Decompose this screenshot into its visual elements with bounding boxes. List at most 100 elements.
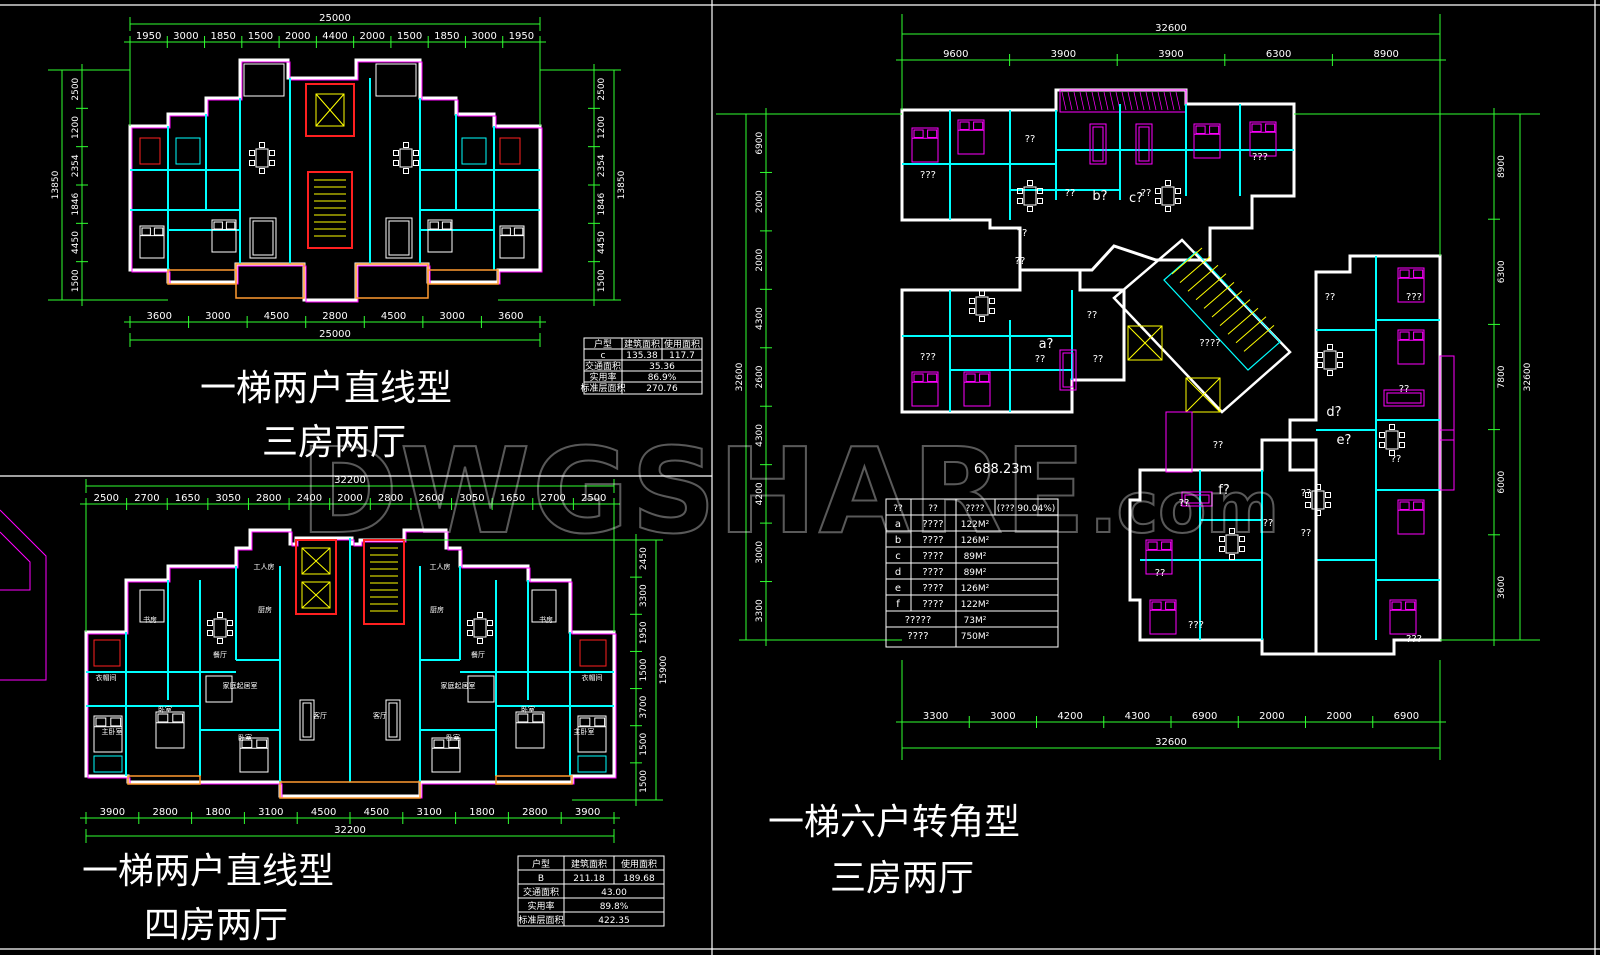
plan-c-room-mark: ??: [1065, 188, 1076, 199]
plan-b-room-pillow: [594, 717, 606, 727]
plan-c-dining-chair: [1325, 502, 1331, 508]
plan-a-bottom-dim-label: 2800: [322, 311, 347, 322]
plan-a-table-cell: 交通面积: [585, 360, 621, 372]
plan-a-dining-chair: [249, 160, 255, 166]
plan-c-table-cell: ????: [922, 519, 943, 530]
plan-c-bed-pillow: [1265, 123, 1276, 132]
plan-c-hatch: [1157, 91, 1163, 111]
plan-a-left-dim-label: 2354: [71, 154, 81, 177]
plan-c-stair-tread: [1171, 247, 1203, 275]
plan-c-right-dim-label: 7800: [1497, 365, 1507, 388]
plan-a-balcony: [167, 269, 237, 285]
plan-c-hatch: [1169, 91, 1175, 111]
plan-c-dining-chair: [1315, 484, 1321, 490]
plan-b-room-pillow: [110, 717, 122, 727]
plan-a-bath: [175, 137, 201, 165]
plan-a-right-dim-label: 1200: [597, 116, 607, 139]
plan-b-room-label: 厨房: [430, 605, 444, 614]
plan-c-room-mark: ??: [1213, 440, 1224, 451]
plan-c-dining-chair: [1379, 442, 1385, 448]
plan-b-right-dim-label: 3300: [639, 584, 649, 607]
plan-a-closet: [499, 137, 521, 165]
plan-c-table-cell: ????: [922, 551, 943, 562]
plan-a-right-dim-label: 1846: [597, 192, 607, 215]
plan-b-table-header-net: 使用面积: [621, 858, 657, 870]
plan-a-balcony: [235, 263, 305, 299]
plan-b-top-dim-label: 2700: [134, 493, 159, 504]
plan-c-living-sofa-seat: [1386, 392, 1422, 404]
plan-c-south-balcony: [1165, 411, 1193, 473]
plan-b-study: [139, 589, 165, 623]
plan-a-room-pillow: [225, 221, 236, 230]
plan-c-table-cell: 126M²: [961, 584, 990, 594]
plan-a-bottom-dim-label: 3000: [205, 311, 230, 322]
plan-c-title-line1: 一梯六户转角型: [768, 802, 1020, 843]
plan-a-room-pillow: [501, 227, 511, 236]
plan-c-bed-bed: [1397, 329, 1425, 365]
plan-b-room-pillow: [241, 739, 253, 748]
plan-b-dining-table: [473, 618, 487, 638]
plan-c-hatch: [1163, 91, 1169, 111]
plan-c-unit-label: c?: [1129, 191, 1143, 206]
plan-b-room-label: 书房: [539, 615, 553, 624]
plan-b-right-dim-label: 1500: [639, 733, 649, 756]
plan-c-left-dim-label: 3000: [755, 541, 765, 564]
plan-c-bed-pillow: [1209, 125, 1220, 134]
plan-c-bottom-dim-label: 2000: [1326, 711, 1351, 722]
plan-a-top-dim-label: 1850: [210, 31, 235, 42]
plan-c-table-cell: ????: [907, 631, 928, 642]
plan-c-dining-chair: [1229, 528, 1235, 534]
plan-b-room-bed: [155, 711, 185, 749]
plan-c-top-total-label: 32600: [1155, 23, 1187, 34]
plan-c-table-cell: 89M²: [964, 552, 987, 562]
plan-c-elevator: [1185, 377, 1221, 413]
plan-c-dining-chair: [1175, 198, 1181, 204]
plan-c-room-mark: ??: [1093, 354, 1104, 365]
plan-c-room-mark: ??: [1035, 354, 1046, 365]
plan-b-table-header-gross: 建筑面积: [571, 858, 607, 870]
plan-b-room-pillow: [532, 713, 544, 723]
plan-c-room-mark: ??: [1017, 228, 1028, 239]
plan-c-dining-chair: [1027, 180, 1033, 186]
plan-c-dining-chair: [1017, 198, 1023, 204]
plan-c-hatch: [1079, 91, 1085, 111]
plan-a-balcony: [427, 269, 499, 285]
plan-c-unit-label: f?: [1218, 483, 1229, 498]
plan-c-bed-pillow: [1151, 601, 1162, 610]
plan-c-dining-table: [1161, 186, 1175, 206]
plan-c-table-cell: d: [895, 567, 901, 578]
plan-a-top-dim-label: 1500: [248, 31, 273, 42]
plan-c-dining-chair: [1037, 198, 1043, 204]
plan-c-bed-pillow: [1391, 601, 1402, 610]
plan-a-elevator: [315, 93, 345, 127]
plan-a-closet: [139, 137, 161, 165]
plan-b-balcony: [127, 775, 201, 785]
plan-c-bottom-dim-label: 6900: [1192, 711, 1217, 722]
plan-c-living-sofa-seat: [1062, 352, 1074, 388]
plan-b-top-dim-label: 2500: [94, 493, 119, 504]
plan-b-dining-chair: [467, 620, 473, 626]
plan-b-room-label: 衣帽间: [582, 673, 603, 682]
plan-c-top-dim-label: 3900: [1051, 49, 1076, 60]
plan-b-room-label: 家庭起居室: [223, 681, 258, 690]
plan-b-dining-table: [213, 618, 227, 638]
plan-c-table-header: ????: [965, 504, 984, 514]
plan-c-room-mark: ???: [1406, 634, 1422, 645]
plan-c-bed-pillow: [1195, 125, 1206, 134]
plan-c-hatch: [1121, 91, 1127, 111]
plan-c-table-cell: ????: [922, 599, 943, 610]
plan-c-living-sofa: [1059, 349, 1077, 391]
plan-c-table-cell: b: [895, 535, 901, 546]
plan-a-room-bed: [139, 225, 165, 259]
plan-c-bed-pillow: [1413, 331, 1424, 340]
plan-a-living-sofa-seat: [252, 220, 274, 256]
plan-a-top-dim-label: 4400: [322, 31, 347, 42]
plan-a-outer-wall-inner: [131, 61, 543, 303]
plan-b-study: [531, 589, 557, 623]
plan-b-room-label: 卧室: [446, 733, 460, 742]
plan-b-room-label: 主卧室: [102, 727, 123, 736]
plan-c-room-mark: ??: [1015, 256, 1026, 267]
plan-b-room-pillow: [157, 713, 169, 723]
